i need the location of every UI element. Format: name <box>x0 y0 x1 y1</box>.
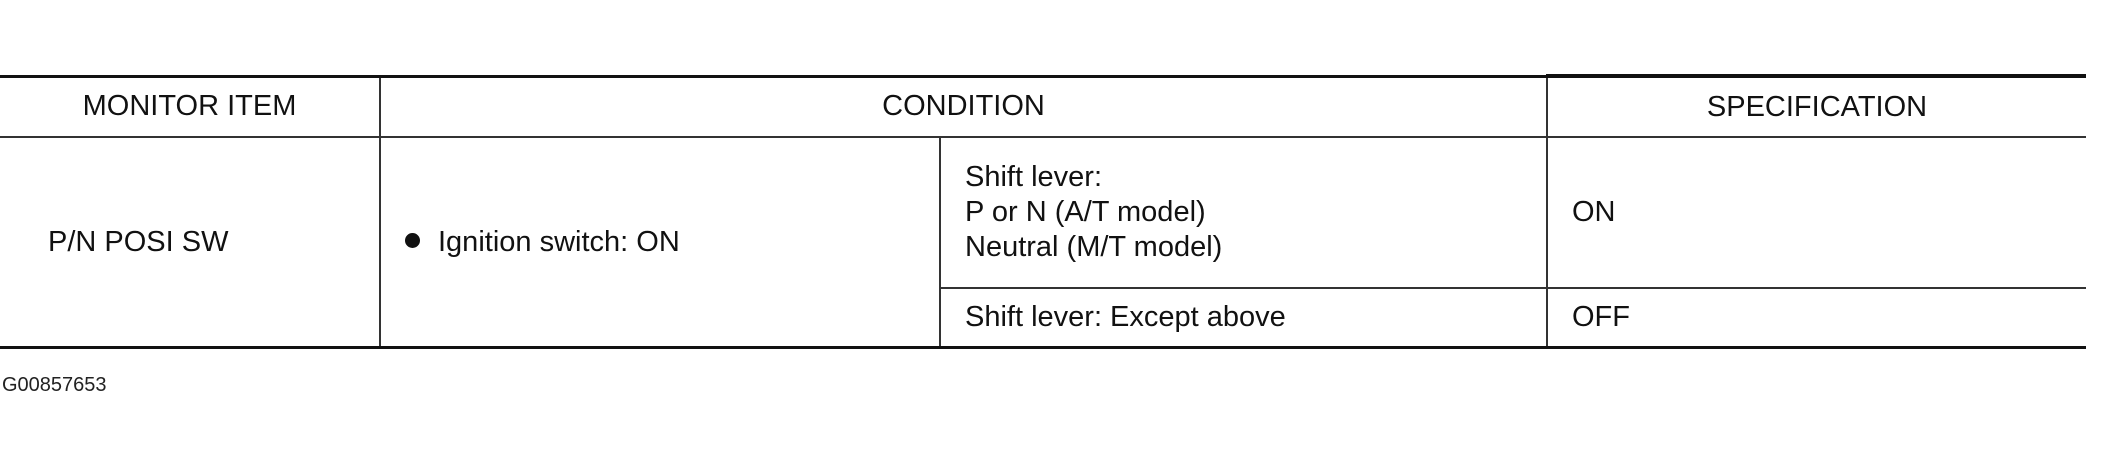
sub-condition-line: Neutral (M/T model) <box>965 231 1223 263</box>
table-row: Shift lever: Except above OFF <box>0 288 2086 349</box>
table-header-row: MONITOR ITEM CONDITION SPECIFICATION <box>0 74 2086 138</box>
header-condition: CONDITION <box>379 74 1547 138</box>
condition-main-cell: Ignition switch: ON <box>379 137 940 349</box>
specification-cell: ON <box>1546 137 2086 289</box>
header-specification: SPECIFICATION <box>1546 74 2086 138</box>
sub-condition-cell: Shift lever: Except above <box>939 288 1547 349</box>
figure-id: G00857653 <box>2 374 107 396</box>
sub-condition-line: Shift lever: Except above <box>965 301 1286 333</box>
monitor-item-cell: P/N POSI SW <box>0 137 380 349</box>
table-row: P/N POSI SW Ignition switch: ON Shift le… <box>0 137 2086 349</box>
bullet-icon <box>405 233 420 249</box>
condition-main-text: Ignition switch: ON <box>438 225 680 258</box>
sub-condition-cell: Shift lever: P or N (A/T model) Neutral … <box>939 137 1547 289</box>
sub-condition-line: P or N (A/T model) <box>965 196 1206 228</box>
header-monitor-item: MONITOR ITEM <box>0 74 380 138</box>
specification-table: MONITOR ITEM CONDITION SPECIFICATION P/N… <box>0 74 2086 349</box>
specification-cell: OFF <box>1546 288 2086 349</box>
sub-condition-line: Shift lever: <box>965 161 1102 193</box>
